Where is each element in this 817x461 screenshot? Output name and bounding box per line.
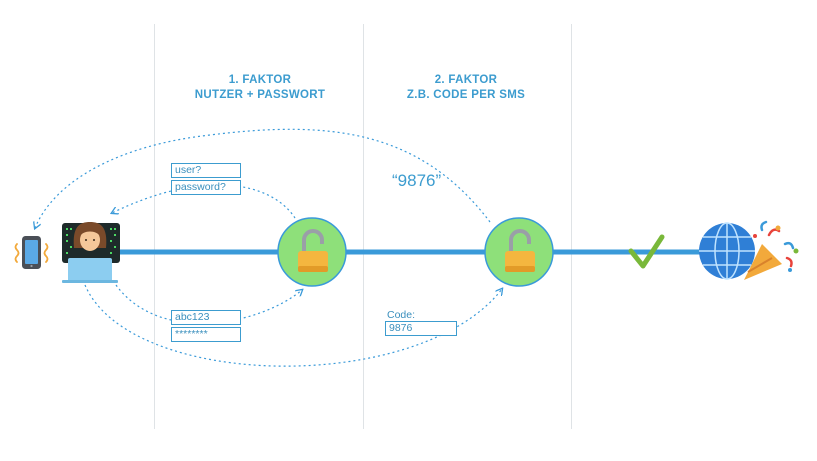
arc-sms-to-phone: [35, 128, 491, 228]
password-prompt-field: password?: [171, 180, 241, 195]
password-field: ********: [171, 327, 241, 342]
stage-title-factor-1: 1. FAKTOR NUTZER + PASSWORT: [175, 73, 345, 103]
code-label: Code:: [387, 309, 416, 321]
stage-title-line: NUTZER + PASSWORT: [194, 89, 326, 101]
sms-code-text: “9876”: [392, 171, 442, 190]
globe-icon: [699, 222, 755, 280]
stage-title-line: Z.B. CODE PER SMS: [406, 89, 526, 101]
check-mark-icon: [628, 234, 665, 269]
stage-title-line: 1. FAKTOR: [228, 74, 292, 86]
arc-code-to-lock: [84, 284, 502, 367]
arc-prompt-to-user: [112, 184, 296, 219]
party-popper-icon: [744, 220, 799, 280]
unlocked-padlock-icon: [277, 217, 347, 287]
username-field: abc123: [171, 310, 241, 325]
column-divider: [363, 24, 364, 429]
mobile-phone-vibrating-icon: [14, 236, 49, 269]
code-field: 9876: [385, 321, 457, 336]
column-divider: [571, 24, 572, 429]
unlocked-padlock-icon: [484, 217, 554, 287]
stage-title-line: 2. FAKTOR: [434, 74, 498, 86]
user-prompt-field: user?: [171, 163, 241, 178]
person-at-laptop-icon: [62, 222, 120, 283]
column-divider: [154, 24, 155, 429]
stage-title-factor-2: 2. FAKTOR Z.B. CODE PER SMS: [381, 73, 551, 103]
